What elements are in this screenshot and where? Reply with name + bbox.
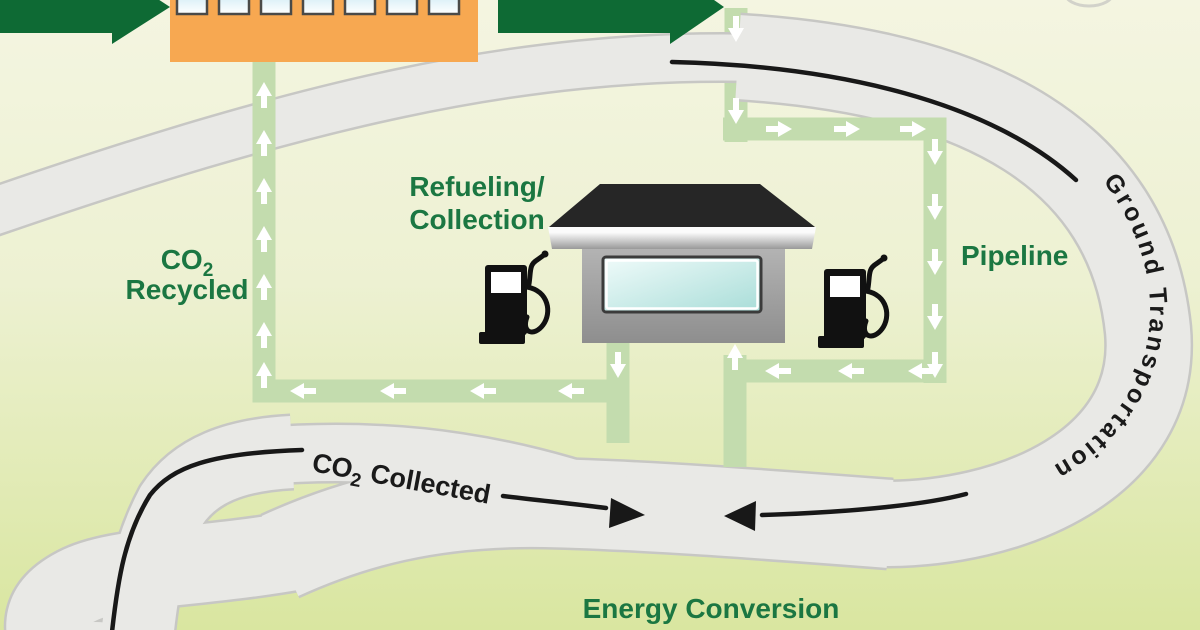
cutoff-circle-graphic — [1066, 0, 1112, 8]
plant-window — [343, 0, 377, 16]
flow-line-collected — [500, 493, 609, 511]
pipeline-label: Pipeline — [961, 240, 1068, 271]
plant-window — [175, 0, 209, 16]
flow-arrowhead-left-icon — [724, 501, 756, 531]
plant-window — [385, 0, 419, 16]
flow-line-loop — [109, 447, 305, 630]
station-fascia — [548, 227, 816, 249]
station-window — [601, 255, 763, 314]
co2-recycled-sub: 2 — [203, 260, 214, 281]
energy-conversion-label: Energy Conversion — [583, 593, 840, 624]
plant-building — [170, 0, 478, 62]
co2-recycled-chem: CO — [161, 244, 203, 275]
pipe-right-run — [723, 117, 947, 383]
plant-window — [217, 0, 251, 16]
flow-line-right — [759, 491, 969, 518]
pipe-recycle-run — [252, 62, 629, 403]
refueling-label-line1: Refueling/ — [409, 171, 545, 202]
green-arrow-top-icon — [498, 0, 724, 44]
plant-window — [259, 0, 293, 16]
refueling-label-line2: Collection — [409, 204, 544, 235]
green-arrow-left-icon — [0, 0, 170, 44]
co2-collected-sub: 2 — [349, 470, 363, 493]
flow-arrowhead-right-icon — [609, 498, 645, 528]
station-window-frame — [605, 259, 759, 310]
co2-recycled-label-line1: CO2 — [161, 244, 214, 281]
flow-line-top — [669, 59, 1079, 183]
fuel-station — [548, 184, 816, 343]
plant-window — [301, 0, 335, 16]
co2-collected-chem: CO — [310, 447, 355, 484]
station-roof — [549, 184, 815, 227]
co2-recycled-label-line2: Recycled — [126, 274, 249, 305]
plant-window — [427, 0, 461, 16]
